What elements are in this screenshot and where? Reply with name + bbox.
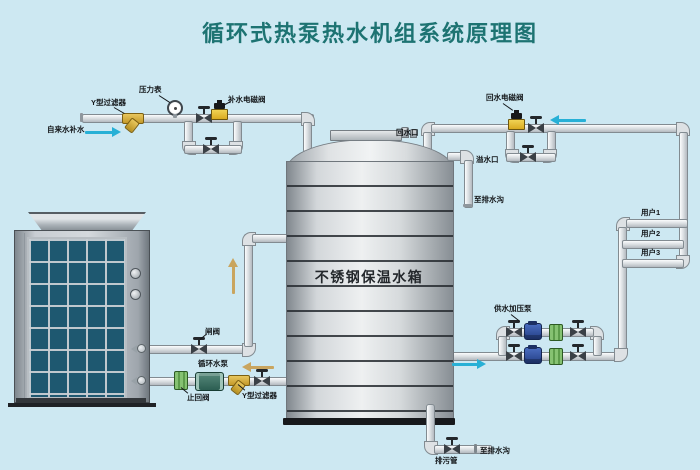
pipe-user3-branch	[622, 259, 684, 268]
valve-icon	[520, 145, 536, 162]
supply-pressure-pump-icon	[524, 345, 542, 364]
heat-pump-grille	[27, 237, 127, 399]
heat-pump-skid	[8, 403, 156, 407]
label-y-filter-top: Y型过滤器	[91, 98, 127, 107]
pressure-gauge-icon	[167, 100, 183, 116]
tank-label: 不锈钢保温水箱	[314, 269, 424, 285]
supply-pressure-pump-icon	[524, 321, 542, 340]
heat-pump-fan-cowl	[28, 212, 146, 231]
flow-arrow-left-icon	[242, 362, 274, 372]
heat-pump-knob	[130, 289, 141, 300]
heat-pump-panel-seam	[24, 233, 25, 398]
flow-arrow-right-icon	[85, 127, 121, 137]
flow-arrow-up-icon	[228, 258, 238, 294]
pipe-hot-riser	[244, 234, 253, 347]
label-pressure-gauge: 压力表	[139, 85, 162, 94]
pipe-elbow	[614, 348, 628, 362]
pipe-supply-bypass-left	[498, 336, 507, 356]
valve-icon	[506, 344, 522, 361]
label-user1: 用户1	[641, 208, 661, 217]
heat-pump-outlet-port	[137, 344, 146, 353]
label-check-valve: 止回阀	[187, 393, 210, 402]
pipe-open-end	[463, 204, 472, 207]
pipe-open-end	[80, 113, 83, 122]
label-blowdown-drain: 至排水沟	[480, 446, 510, 455]
tank-hatch	[330, 130, 402, 141]
heat-pump-inlet-port	[137, 376, 146, 385]
tank-body	[286, 161, 454, 422]
gate-valve-icon	[191, 337, 207, 354]
label-circulating-pump: 循环水泵	[198, 359, 228, 368]
label-user3: 用户3	[641, 248, 661, 257]
label-blowdown-pipe: 排污管	[435, 456, 458, 465]
gauge-stem	[173, 114, 177, 118]
makeup-solenoid-valve-icon	[211, 100, 228, 120]
valve-icon	[528, 116, 544, 133]
valve-icon	[570, 344, 586, 361]
flow-arrow-left-icon	[550, 115, 586, 125]
check-valve-icon	[174, 371, 188, 390]
label-tap-water: 自来水补水	[47, 125, 85, 134]
pipe-joint	[474, 444, 477, 453]
port-fitting	[131, 377, 137, 385]
heat-pump-knob	[130, 268, 141, 279]
blowdown-valve-icon	[444, 437, 460, 454]
label-user2: 用户2	[641, 229, 661, 238]
label-overflow-drain: 至排水沟	[474, 195, 504, 204]
label-makeup-solenoid: 补水电磁阀	[228, 95, 266, 104]
tank-vent	[410, 129, 417, 138]
circulating-pump-icon	[195, 372, 224, 391]
label-return-port: 回水口	[396, 128, 419, 137]
leader-line	[158, 95, 171, 103]
label-gate-valve: 闸阀	[205, 327, 220, 336]
check-valve-icon	[549, 324, 563, 341]
valve-icon	[570, 320, 586, 337]
label-y-filter-bottom: Y型过滤器	[242, 391, 278, 400]
tank-vent	[401, 127, 409, 138]
diagram-title: 循环式热泵热水机组系统原理图	[201, 21, 538, 46]
tank-base	[283, 418, 455, 425]
label-return-solenoid: 回水电磁阀	[486, 93, 524, 102]
return-solenoid-valve-icon	[508, 110, 525, 130]
label-overflow-port: 溢水口	[476, 155, 499, 164]
port-fitting	[131, 345, 137, 353]
valve-icon	[254, 369, 270, 386]
pipe-user1-branch	[626, 219, 688, 228]
pipe-hot-to-tank	[252, 234, 290, 243]
valve-icon	[203, 137, 219, 154]
leader-line	[113, 107, 125, 114]
label-supply-pump: 供水加压泵	[494, 304, 532, 313]
pipe-overflow-drop	[464, 160, 473, 208]
pipe-user2-branch	[622, 240, 684, 249]
check-valve-icon	[549, 348, 563, 365]
pipe-supply-bypass-right	[593, 336, 602, 356]
flow-arrow-right-icon	[452, 359, 486, 369]
pipe-blowdown-run	[434, 445, 492, 454]
heat-pump-base	[16, 398, 146, 403]
valve-icon	[506, 320, 522, 337]
valve-icon	[196, 106, 212, 123]
